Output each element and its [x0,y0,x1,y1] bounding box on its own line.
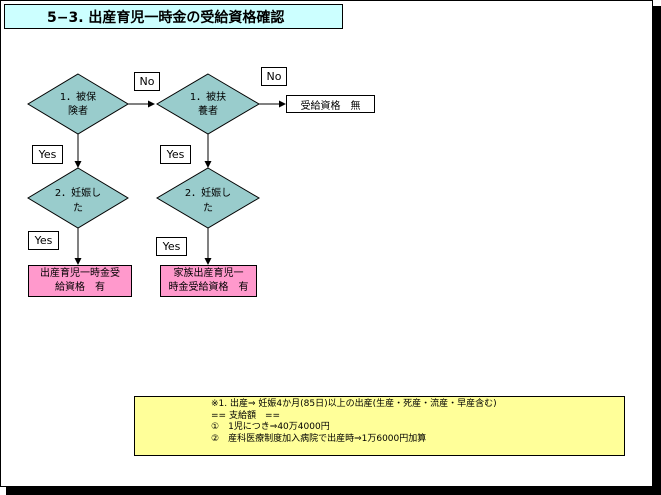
decision-dependent-line2: 養者 [198,104,218,117]
flowchart: 1．被保 険者 1．被扶 養者 2．妊娠し た 2．妊娠し た [27,73,286,265]
decision-pregnant-2: 2．妊娠し た [156,167,260,229]
result-childbirth-allowance-line1: 出産育児一時金受 [40,268,120,279]
page-title: 5−3. 出産育児一時金の受給資格確認 [4,4,343,29]
yes-label-3: Yes [28,231,59,250]
decision-pregnant-2-line2: た [203,202,213,214]
note-line-4: ② 産科医療制度加入病院で出産時⇒1万6000円加算 [211,433,427,444]
no-label-2: No [261,67,287,86]
yes-label-1: Yes [32,145,63,164]
no-label-1: No [134,72,160,91]
note-line-1: ※1. 出産⇒ 妊娠4か月(85日)以上の出産(生産・死産・流産・早産含む) [211,399,497,409]
note-line-3: ① 1児につき⇒40万4000円 [211,422,330,432]
result-family-childbirth-allowance: 家族出産育児一 時金受給資格 有 [160,265,257,297]
decision-dependent-line1: 1．被扶 [190,90,226,103]
decision-pregnant-1-line1: 2．妊娠し [55,186,101,199]
decision-dependent: 1．被扶 養者 [156,73,260,135]
result-family-childbirth-allowance-line2: 時金受給資格 有 [168,282,249,293]
result-childbirth-allowance-line2: 給資格 有 [55,282,105,293]
result-family-childbirth-allowance-line1: 家族出産育児一 [173,268,244,279]
decision-insured-line2: 険者 [68,105,88,117]
yes-label-4: Yes [156,237,187,256]
yes-label-2: Yes [160,145,191,164]
decision-insured: 1．被保 険者 [27,73,129,135]
decision-insured-line1: 1．被保 [60,90,96,103]
decision-pregnant-2-line1: 2．妊娠し [185,186,231,199]
note-line-2: == 支給額 == [211,410,281,421]
slide: 5−3. 出産育児一時金の受給資格確認 1．被保 険者 1．被扶 養者 2．妊娠… [0,0,653,487]
result-not-eligible: 受給資格 無 [286,95,375,113]
slide-shadow-bottom [6,487,661,495]
note-box: ※1. 出産⇒ 妊娠4か月(85日)以上の出産(生産・死産・流産・早産含む) =… [134,396,625,456]
decision-pregnant-1: 2．妊娠し た [27,167,129,229]
slide-shadow-right [653,6,661,495]
result-childbirth-allowance: 出産育児一時金受 給資格 有 [28,265,132,297]
decision-pregnant-1-line2: た [73,202,83,214]
